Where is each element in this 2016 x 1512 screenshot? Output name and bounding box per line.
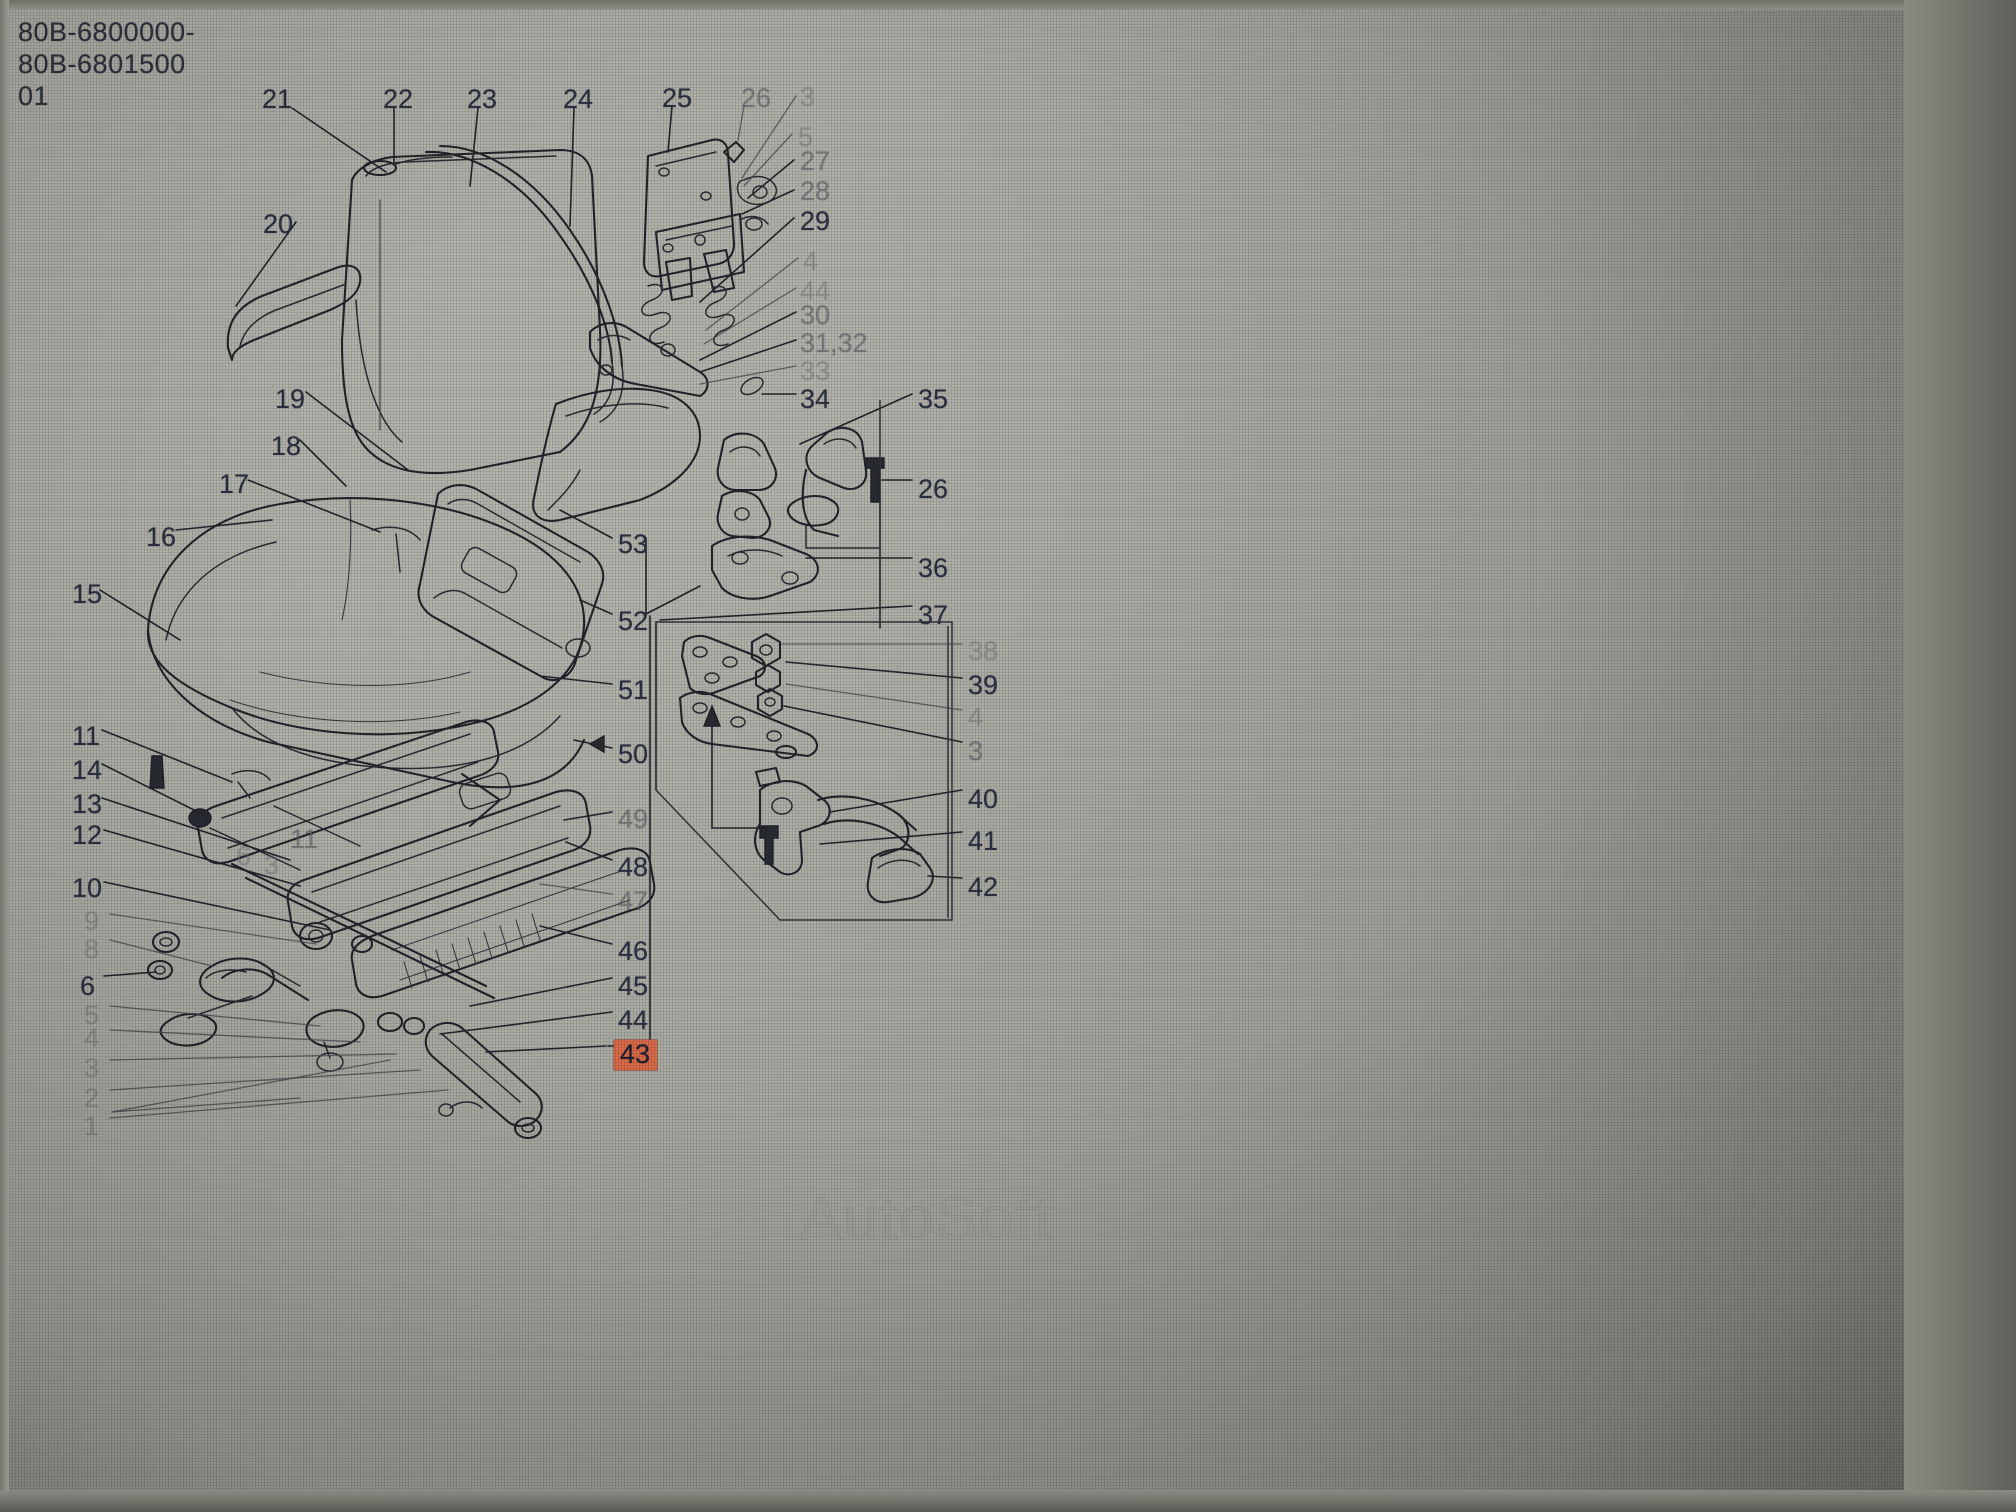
callout-43[interactable]: 43 — [614, 1040, 658, 1070]
lower-left-hardware — [148, 756, 424, 1071]
callout-5[interactable]: 5 — [84, 1000, 100, 1030]
upper-right-bracket — [590, 140, 776, 398]
part-number-line-1: 80B-6800000- — [18, 17, 196, 47]
callout-28[interactable]: 28 — [800, 176, 831, 206]
callout-4[interactable]: 4 — [803, 246, 819, 276]
callout-49[interactable]: 49 — [618, 804, 649, 834]
callout-36[interactable]: 36 — [918, 553, 949, 583]
callout-5[interactable]: 5 — [798, 122, 814, 152]
callout-8[interactable]: 8 — [84, 934, 100, 964]
callout-3[interactable]: 3 — [800, 82, 816, 112]
callout-46[interactable]: 46 — [618, 936, 649, 966]
leader-lines — [100, 96, 962, 1118]
callout-23[interactable]: 23 — [467, 84, 498, 114]
callout-44[interactable]: 44 — [618, 1005, 649, 1035]
callout-1[interactable]: 1 — [84, 1111, 100, 1141]
gas-damper — [426, 1023, 542, 1138]
armrest — [228, 266, 360, 360]
callout-44[interactable]: 44 — [800, 276, 831, 306]
callout-22[interactable]: 22 — [383, 84, 414, 114]
callout-48[interactable]: 48 — [618, 852, 649, 882]
callout-26[interactable]: 26 — [918, 474, 949, 504]
callout-29[interactable]: 29 — [800, 206, 831, 236]
callout-35[interactable]: 35 — [918, 384, 949, 414]
callout-16[interactable]: 16 — [146, 522, 177, 552]
callout-40[interactable]: 40 — [968, 784, 999, 814]
callout-3[interactable]: 3 — [84, 1053, 100, 1083]
callout-31-32[interactable]: 31,32 — [800, 328, 868, 358]
callout-17[interactable]: 17 — [219, 469, 250, 499]
callout-3[interactable]: 3 — [968, 736, 984, 766]
seat-back-assembly — [342, 146, 700, 521]
part-number-header: 80B-6800000- 80B-6801500 01 — [18, 16, 195, 112]
callout-9[interactable]: 9 — [84, 906, 100, 936]
right-mid-brackets — [712, 428, 884, 628]
callout-6[interactable]: 6 — [236, 841, 252, 871]
part-number-line-3: 01 — [18, 81, 50, 111]
callout-14[interactable]: 14 — [72, 755, 103, 785]
callout-50[interactable]: 50 — [618, 739, 649, 769]
callout-3[interactable]: 3 — [264, 850, 280, 880]
callout-52[interactable]: 52 — [618, 606, 649, 636]
seat-cushion — [148, 498, 584, 787]
callout-51[interactable]: 51 — [618, 675, 649, 705]
callout-24[interactable]: 24 — [563, 84, 594, 114]
callout-11[interactable]: 11 — [72, 721, 101, 751]
callout-12[interactable]: 12 — [72, 820, 103, 850]
seat-frame-pan — [372, 485, 603, 680]
callout-41[interactable]: 41 — [968, 826, 999, 856]
part-number-line-2: 80B-6801500 — [18, 49, 186, 79]
callout-39[interactable]: 39 — [968, 670, 999, 700]
callout-6[interactable]: 6 — [80, 971, 96, 1001]
callout-15[interactable]: 15 — [72, 579, 103, 609]
coil-spring-left — [642, 285, 670, 344]
callout-19[interactable]: 19 — [275, 384, 306, 414]
callout-30[interactable]: 30 — [800, 300, 831, 330]
callout-20[interactable]: 20 — [263, 209, 294, 239]
callout-34[interactable]: 34 — [800, 384, 831, 414]
callout-47[interactable]: 47 — [618, 886, 649, 916]
callout-21[interactable]: 21 — [262, 84, 293, 114]
callout-38[interactable]: 38 — [968, 636, 999, 666]
callout-4[interactable]: 4 — [968, 702, 984, 732]
callout-13[interactable]: 13 — [72, 789, 103, 819]
autosoft-watermark: AutoSoft — [800, 1185, 1054, 1255]
callout-33[interactable]: 33 — [800, 356, 831, 386]
callout-2[interactable]: 2 — [84, 1083, 100, 1113]
callout-45[interactable]: 45 — [618, 971, 649, 1001]
callout-11[interactable]: 11 — [290, 824, 319, 854]
callout-25[interactable]: 25 — [662, 83, 693, 113]
callout-10[interactable]: 10 — [72, 873, 103, 903]
callout-26[interactable]: 26 — [741, 83, 772, 113]
callout-4[interactable]: 4 — [84, 1023, 100, 1053]
callout-27[interactable]: 27 — [800, 146, 831, 176]
callout-42[interactable]: 42 — [968, 872, 999, 902]
callout-18[interactable]: 18 — [271, 431, 302, 461]
suspension-strut — [222, 962, 308, 1000]
right-lower-plates — [656, 622, 952, 920]
callout-53[interactable]: 53 — [618, 529, 649, 559]
callout-37[interactable]: 37 — [918, 600, 949, 630]
coil-spring-right — [706, 287, 734, 346]
